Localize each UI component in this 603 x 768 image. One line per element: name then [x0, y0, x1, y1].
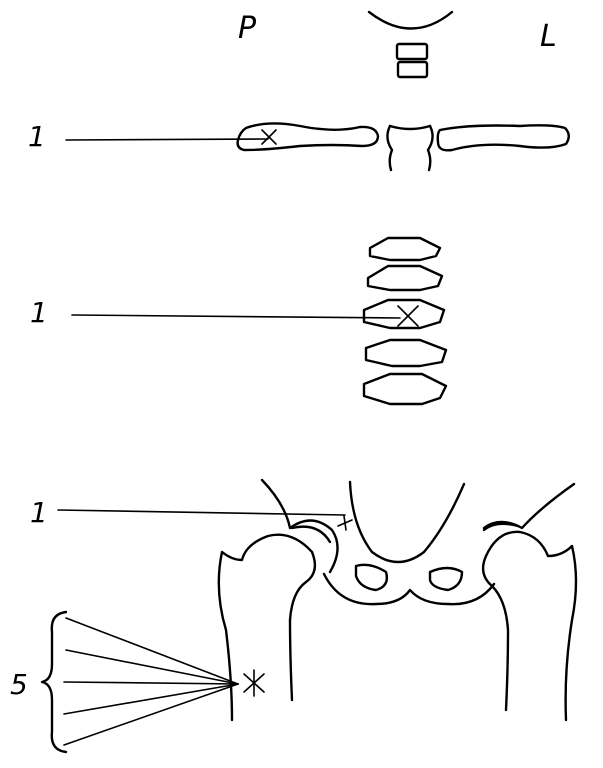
radiating-leader-lines: [64, 618, 238, 745]
chin-outline: [369, 12, 452, 29]
manubrium: [387, 126, 432, 170]
pelvis: [262, 480, 574, 604]
vertebral-column: [364, 238, 446, 404]
side-label-right: P: [238, 11, 257, 46]
leader-line-pelvis: [58, 510, 345, 515]
lesion-marker-pelvis: [338, 516, 352, 530]
clavicle-right: [238, 123, 378, 150]
marker-label-pelvis: 1: [30, 496, 48, 529]
leader-line-clavicle: [66, 139, 268, 140]
clavicle-left: [438, 125, 569, 150]
lesion-marker-femur: [244, 670, 264, 696]
femur-left: [483, 532, 576, 720]
femur-right: [219, 535, 315, 720]
lesion-marker-spine: [398, 306, 418, 326]
side-label-left: L: [540, 19, 557, 54]
marker-label-clavicle: 1: [28, 120, 46, 153]
marker-label-spine: 1: [30, 296, 48, 329]
leader-line-spine: [72, 315, 400, 318]
cervical-vertebrae: [397, 44, 427, 77]
lesion-marker-clavicle: [262, 130, 276, 144]
curly-brace: [42, 612, 66, 752]
marker-label-femur: 5: [10, 668, 28, 701]
